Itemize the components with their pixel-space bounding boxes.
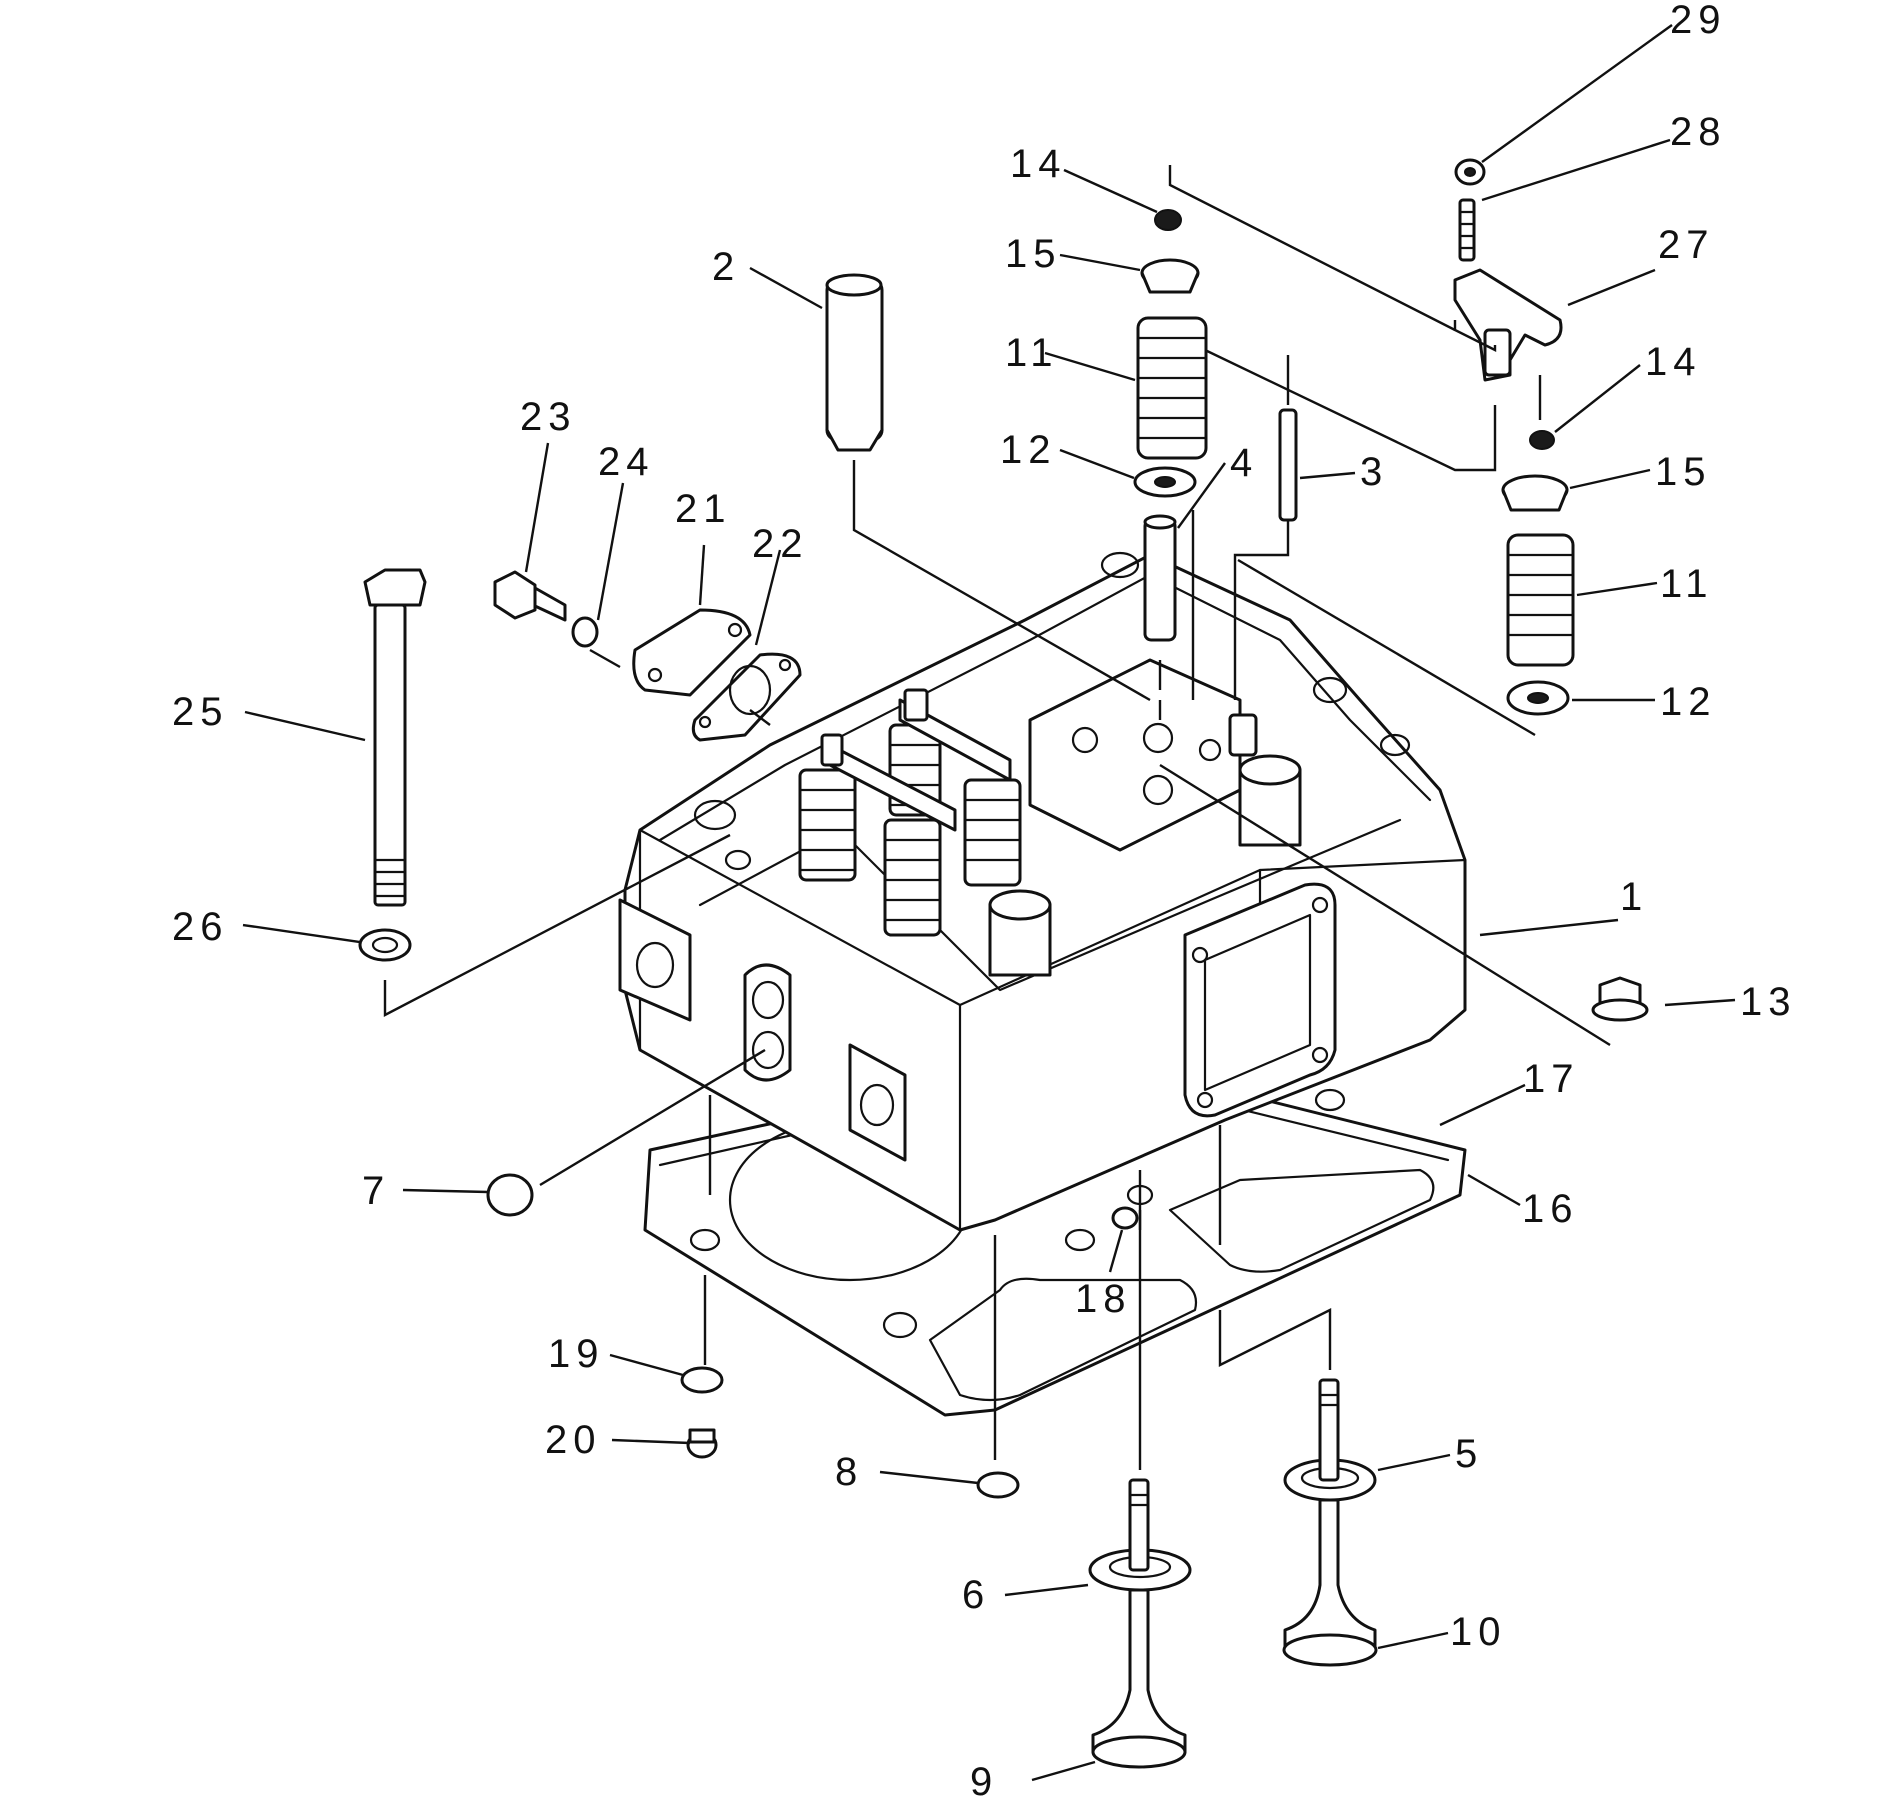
callout-26: 26: [172, 905, 229, 949]
part-24-lock-washer: [571, 616, 599, 648]
part-23-bolt: [493, 570, 567, 622]
callout-20: 20: [545, 1418, 602, 1462]
part-25-head-bolt: [363, 568, 427, 907]
callout-15-right: 15: [1655, 450, 1712, 494]
callout-23: 23: [520, 395, 577, 439]
part-3-rod: [1278, 408, 1298, 522]
callout-12-top: 12: [1000, 428, 1057, 472]
callout-10: 10: [1450, 1610, 1507, 1654]
callout-25: 25: [172, 690, 229, 734]
part-15-retainer-right: [1501, 474, 1569, 512]
part-28-adjusting-screw: [1458, 198, 1476, 262]
callout-1: 1: [1620, 875, 1648, 919]
part-14-cotter-top: [1154, 209, 1182, 231]
callout-2: 2: [712, 245, 740, 289]
callout-16: 16: [1522, 1187, 1579, 1231]
callout-3: 3: [1360, 450, 1388, 494]
part-12-seat-top: [1133, 466, 1197, 498]
callout-11-right: 11: [1660, 562, 1714, 606]
part-14-cotter-right: [1529, 430, 1555, 450]
cylinder-head: [618, 551, 1467, 1232]
callout-17: 17: [1523, 1057, 1580, 1101]
part-20-plug: [686, 1428, 718, 1459]
callout-21: 21: [675, 487, 732, 531]
part-4-valve-guide: [1143, 514, 1177, 642]
part-15-retainer-top: [1140, 258, 1200, 294]
part-19-washer: [680, 1366, 724, 1394]
callout-19: 19: [548, 1332, 605, 1376]
part-11-spring-right: [1506, 533, 1575, 667]
part-13-plug: [1591, 976, 1649, 1022]
callout-labels: 1 2 3 4 5 6 7 8 9 10 11 11 12 12 13 14 1…: [172, 0, 1797, 1799]
callout-29: 29: [1670, 0, 1727, 42]
callout-22: 22: [752, 522, 809, 566]
callout-14-right: 14: [1645, 340, 1702, 384]
callout-7: 7: [362, 1169, 390, 1213]
part-27-valve-bridge: [1453, 268, 1563, 382]
part-21-cover-plate: [632, 608, 752, 697]
part-22-gasket: [691, 652, 802, 742]
part-11-spring-top: [1136, 316, 1208, 460]
part-10-exhaust-valve: [1282, 1378, 1378, 1667]
part-9-intake-valve: [1091, 1478, 1187, 1769]
part-18-nut: [1111, 1206, 1139, 1230]
callout-24: 24: [598, 440, 655, 484]
callout-28: 28: [1670, 110, 1727, 154]
callout-12-right: 12: [1660, 680, 1717, 724]
callout-18: 18: [1075, 1277, 1132, 1321]
part-2-injector-sleeve: [825, 273, 884, 452]
part-29-nut: [1454, 158, 1486, 186]
installed-valve-springs: [798, 688, 1022, 937]
callout-leaders: [242, 24, 1736, 1782]
callout-9: 9: [970, 1760, 998, 1799]
callout-6: 6: [962, 1573, 990, 1617]
assembly-lines: [383, 165, 1611, 1470]
callout-4: 4: [1230, 441, 1258, 485]
callout-27: 27: [1658, 223, 1715, 267]
part-12-seat-right: [1506, 680, 1570, 716]
callout-8: 8: [835, 1450, 863, 1494]
part-26-washer: [358, 928, 412, 962]
callout-13: 13: [1740, 980, 1797, 1024]
callout-14-top: 14: [1010, 142, 1067, 186]
part-8-plug: [976, 1471, 1020, 1499]
callout-11-top: 11: [1005, 331, 1059, 375]
part-7-plug: [486, 1173, 534, 1217]
callout-15-top: 15: [1005, 232, 1062, 276]
callout-5: 5: [1455, 1432, 1483, 1476]
